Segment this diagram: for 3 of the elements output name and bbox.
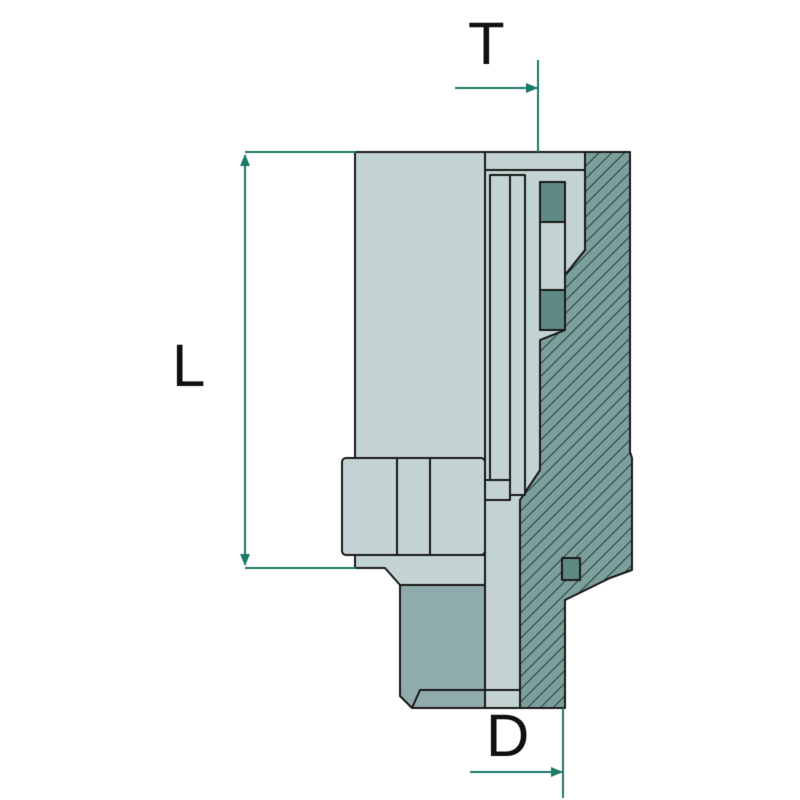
dimension-label: D [486,706,530,766]
dimension-label: L [172,336,206,396]
dimension-label: T [468,14,505,74]
